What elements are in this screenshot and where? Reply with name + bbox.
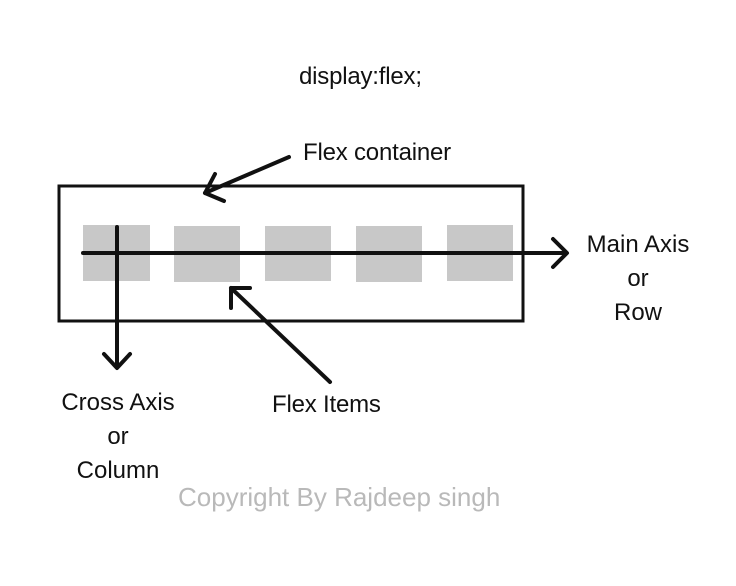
main-axis-arrow xyxy=(81,237,569,269)
main-axis-line-2: or xyxy=(627,265,649,292)
cross-axis-line-2: or xyxy=(107,423,129,450)
cross-axis-line-1: Cross Axis xyxy=(61,389,175,416)
cross-axis-arrow xyxy=(102,225,132,370)
copyright-watermark: Copyright By Rajdeep singh xyxy=(178,482,501,512)
flex-container-pointer-arrow xyxy=(203,155,291,203)
flex-container-label: Flex container xyxy=(303,139,451,166)
main-axis-line-1: Main Axis xyxy=(586,231,690,258)
flex-items-label: Flex Items xyxy=(272,391,381,418)
cross-axis-label: Cross Axis or Column xyxy=(46,386,190,488)
main-axis-line-3: Row xyxy=(613,299,662,326)
main-axis-label: Main Axis or Row xyxy=(574,228,702,330)
diagram-title: display:flex; xyxy=(299,63,422,90)
flex-items-pointer-arrow xyxy=(229,286,332,384)
cross-axis-line-3: Column xyxy=(76,457,160,484)
